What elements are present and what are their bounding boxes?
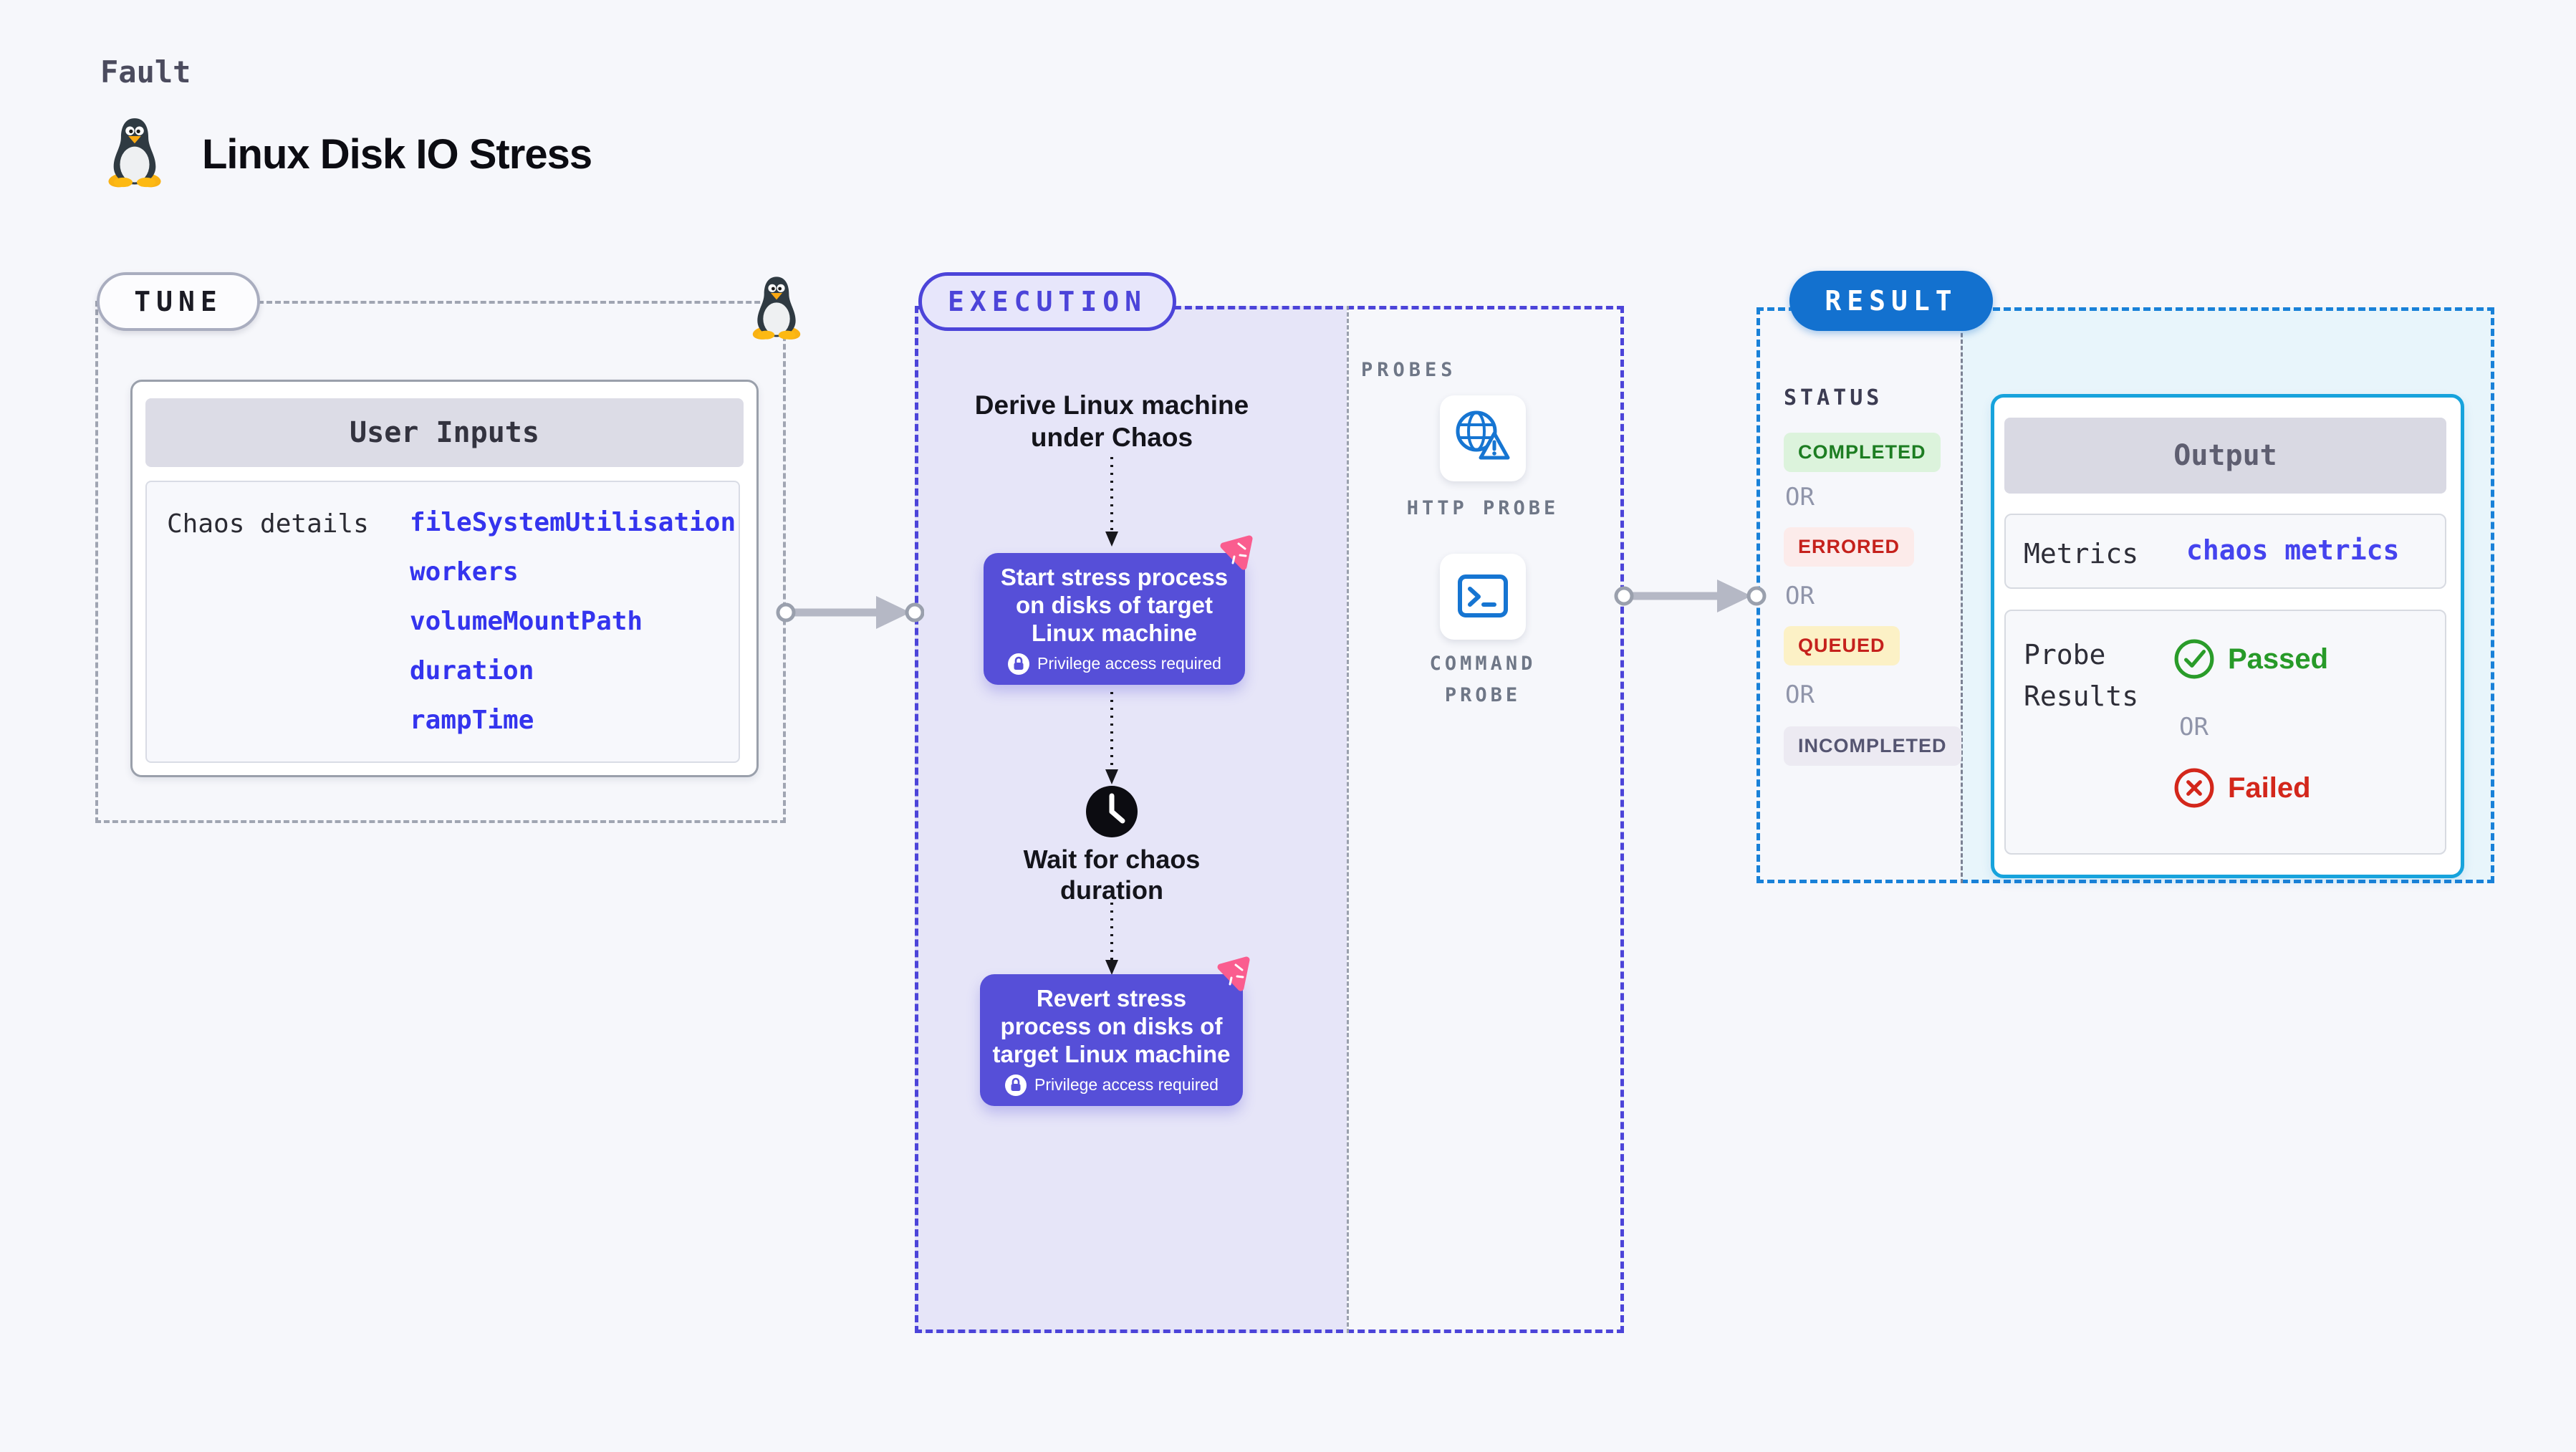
failed-verdict: Failed: [2173, 767, 2311, 809]
result-divider: [1961, 307, 1963, 883]
dotted-connector: [1105, 692, 1118, 784]
output-card: Output Metrics chaos metrics Probe Resul…: [1991, 394, 2464, 878]
chaos-detail-value: rampTime: [410, 706, 534, 735]
status-heading: STATUS: [1784, 385, 1883, 410]
or-separator: OR: [1785, 483, 1815, 511]
command-probe-label: COMMAND PROBE: [1429, 653, 1537, 706]
privilege-note: Privilege access required: [1034, 1075, 1219, 1094]
probe-results-label: Probe Results: [2024, 639, 2139, 712]
output-title: Output: [2173, 439, 2277, 472]
chaos-details-list: Chaos details fileSystemUtilisation work…: [145, 481, 740, 763]
execution-to-result-arrow: [1614, 580, 1767, 612]
status-badge-completed: COMPLETED: [1784, 433, 1941, 472]
privilege-badge: Privilege access required: [1007, 653, 1221, 675]
dotted-connector: [1105, 457, 1118, 547]
http-probe-card: [1440, 395, 1526, 481]
metrics-label: Metrics: [2024, 538, 2139, 569]
lock-icon: [1005, 1074, 1027, 1096]
or-separator: OR: [1785, 681, 1815, 709]
status-badge-errored: ERRORED: [1784, 527, 1915, 567]
start-stress-node: Start stress process on disks of target …: [984, 553, 1245, 685]
tune-label: TUNE: [134, 286, 223, 317]
start-stress-text: Start stress process on disks of target …: [1000, 563, 1229, 646]
metrics-row: Metrics chaos metrics: [2004, 514, 2446, 589]
dotted-connector: [1105, 903, 1118, 975]
probe-results-row: Probe Results Passed OR Failed: [2004, 610, 2446, 855]
chaos-details-values: fileSystemUtilisation workers volumeMoun…: [410, 498, 736, 745]
tune-section: [95, 301, 786, 823]
execution-label: EXECUTION: [948, 286, 1147, 317]
output-header: Output: [2004, 418, 2446, 494]
wait-clock-icon: [1086, 786, 1138, 837]
passed-check-icon: [2174, 639, 2214, 679]
status-badge-queued: QUEUED: [1784, 626, 1900, 665]
passed-verdict: Passed: [2173, 638, 2328, 680]
terminal-icon: [1458, 574, 1508, 617]
page-title: Linux Disk IO Stress: [202, 131, 592, 178]
tune-label-pill: TUNE: [97, 272, 260, 331]
derive-step-text: Derive Linux machine under Chaos: [974, 390, 1249, 452]
chaos-detail-value: volumeMountPath: [410, 607, 643, 636]
probes-divider: [1347, 306, 1349, 1333]
user-inputs-card: User Inputs Chaos details fileSystemUtil…: [130, 380, 759, 777]
tux-penguin-small-icon: [752, 277, 801, 340]
or-separator: OR: [2179, 713, 2209, 741]
chaos-detail-value: duration: [410, 656, 534, 686]
execution-label-pill: EXECUTION: [918, 272, 1176, 331]
lock-icon: [1008, 653, 1030, 675]
or-separator: OR: [1785, 582, 1815, 610]
tux-penguin-icon: [108, 118, 161, 188]
failed-label: Failed: [2228, 771, 2311, 804]
privilege-badge: Privilege access required: [1004, 1074, 1219, 1097]
metrics-value: chaos metrics: [2186, 534, 2400, 566]
chaos-fault-icon: [1220, 535, 1253, 570]
tune-to-execution-arrow: [776, 596, 924, 629]
revert-stress-text: Revert stress process on disks of target…: [992, 984, 1231, 1067]
result-label-pill: RESULT: [1789, 271, 1993, 331]
passed-label: Passed: [2228, 643, 2329, 675]
chaos-fault-icon: [1217, 956, 1250, 991]
chaos-details-label: Chaos details: [167, 509, 369, 539]
execution-section: [915, 306, 1624, 1333]
status-badge-incompleted: INCOMPLETED: [1784, 726, 1961, 766]
user-inputs-header: User Inputs: [145, 398, 744, 467]
command-probe-card: [1440, 554, 1526, 640]
revert-stress-node: Revert stress process on disks of target…: [980, 974, 1243, 1106]
privilege-note: Privilege access required: [1037, 654, 1221, 673]
probes-heading: PROBES: [1361, 359, 1457, 381]
chaos-detail-value: fileSystemUtilisation: [410, 508, 736, 537]
failed-x-icon: [2174, 768, 2214, 808]
user-inputs-title: User Inputs: [350, 416, 539, 449]
globe-alert-icon: [1456, 410, 1510, 460]
fault-eyebrow-label: Fault: [100, 54, 191, 90]
wait-step-text: Wait for chaos duration: [1023, 845, 1201, 905]
result-label: RESULT: [1825, 285, 1958, 317]
chaos-detail-value: workers: [410, 557, 519, 587]
http-probe-label: HTTP PROBE: [1406, 497, 1559, 519]
